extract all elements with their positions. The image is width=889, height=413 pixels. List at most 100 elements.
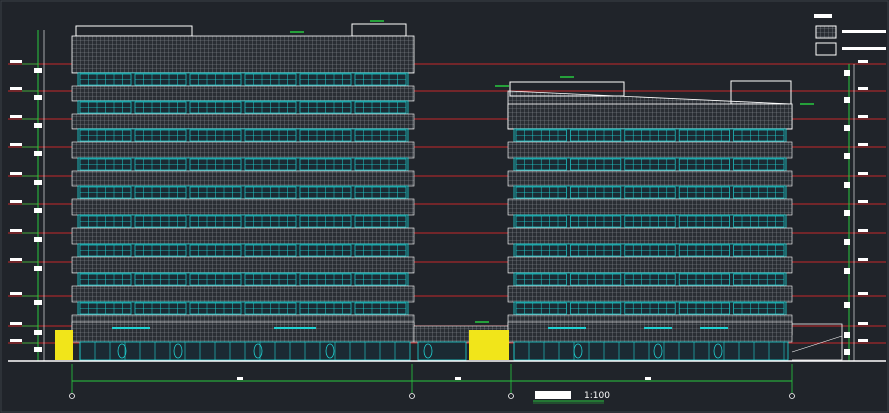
roof-parapet: [351, 23, 407, 37]
spandrel-band: [507, 227, 793, 245]
door-arch: [423, 343, 433, 359]
level-text-mark: [858, 200, 868, 203]
level-tag: [34, 123, 42, 128]
dimension-text-mark: [455, 377, 461, 380]
door-arch: [253, 343, 263, 359]
level-text-mark: [10, 60, 22, 63]
hatch-legend-text-mark: [842, 30, 886, 33]
level-text-mark: [858, 115, 868, 118]
roof-band: [71, 35, 415, 74]
level-text-mark: [10, 292, 22, 295]
level-tag: [34, 300, 42, 305]
roof-parapet: [75, 25, 193, 37]
level-tag: [844, 210, 850, 216]
level-tag: [34, 95, 42, 100]
level-text-mark: [858, 292, 868, 295]
spandrel-band: [71, 141, 415, 159]
spandrel-band: [507, 285, 793, 303]
spandrel-band: [507, 141, 793, 159]
level-text-mark: [858, 258, 868, 261]
dimension-text-mark: [237, 377, 243, 380]
side-annex: [792, 323, 843, 361]
door-arch: [325, 343, 335, 359]
roof-parapet: [509, 81, 625, 97]
legend-title-mark: [814, 14, 832, 18]
spandrel-band: [71, 285, 415, 303]
ground-floor-glazing: [513, 341, 789, 361]
level-tag: [34, 266, 42, 271]
level-text-mark: [10, 172, 22, 175]
level-tag: [34, 180, 42, 185]
ground-and-dimensions: [8, 330, 886, 399]
left-building: [71, 23, 511, 361]
spandrel-band: [71, 113, 415, 130]
level-tag: [844, 268, 850, 274]
door-arch: [653, 343, 663, 359]
level-tag: [844, 302, 850, 308]
grid-bubble: [508, 393, 514, 399]
roof-parapet: [730, 80, 792, 105]
yellow-fill-middle: [469, 330, 509, 360]
connector-glazing: [417, 341, 467, 361]
spandrel-band: [507, 170, 793, 187]
roof-band: [507, 103, 793, 130]
level-text-mark: [858, 87, 868, 90]
level-markers: [10, 20, 868, 361]
podium-band: [71, 321, 415, 343]
podium-band: [507, 321, 793, 343]
level-text-mark: [858, 143, 868, 146]
level-text-mark: [10, 258, 22, 261]
spandrel-band: [71, 170, 415, 187]
spandrel-band: [71, 227, 415, 245]
level-tag: [34, 151, 42, 156]
level-tag: [34, 68, 42, 73]
ramp-line: [791, 335, 843, 353]
level-tag: [844, 153, 850, 159]
grid-bubble: [789, 393, 795, 399]
level-text-mark: [10, 87, 22, 90]
level-text-mark: [10, 229, 22, 232]
level-text-mark: [858, 339, 868, 342]
hatch-swatch: [815, 25, 837, 39]
level-tag: [844, 349, 850, 355]
right-building: [507, 80, 843, 361]
spandrel-band: [71, 256, 415, 274]
spandrel-band: [507, 256, 793, 274]
level-text-mark: [10, 200, 22, 203]
level-tag: [34, 208, 42, 213]
drawing-title: 1:100: [533, 391, 610, 404]
level-tag: [844, 239, 850, 245]
door-arch: [573, 343, 583, 359]
level-tag: [844, 332, 850, 338]
level-text-mark: [858, 60, 868, 63]
spandrel-band: [71, 198, 415, 216]
level-text-mark: [10, 339, 22, 342]
grid-bubble: [69, 393, 75, 399]
level-tag: [34, 330, 42, 335]
level-text-mark: [858, 322, 868, 325]
door-arch: [713, 343, 723, 359]
door-arch: [173, 343, 183, 359]
level-text-mark: [10, 143, 22, 146]
level-tag: [844, 97, 850, 103]
level-tag: [34, 347, 42, 352]
level-text-mark: [858, 229, 868, 232]
grid-bubble: [409, 393, 415, 399]
level-tag: [844, 125, 850, 131]
door-arch: [117, 343, 127, 359]
level-text-mark: [10, 115, 22, 118]
legend: [814, 14, 886, 56]
level-tag: [844, 182, 850, 188]
spandrel-band: [507, 198, 793, 216]
dimension-text-mark: [645, 377, 651, 380]
level-tag: [844, 70, 850, 76]
yellow-fill-left: [55, 330, 73, 360]
title-text-mark: [535, 391, 571, 399]
level-tag: [34, 237, 42, 242]
plain-legend-text-mark: [842, 47, 886, 50]
plain-swatch: [815, 42, 837, 56]
level-text-mark: [10, 322, 22, 325]
